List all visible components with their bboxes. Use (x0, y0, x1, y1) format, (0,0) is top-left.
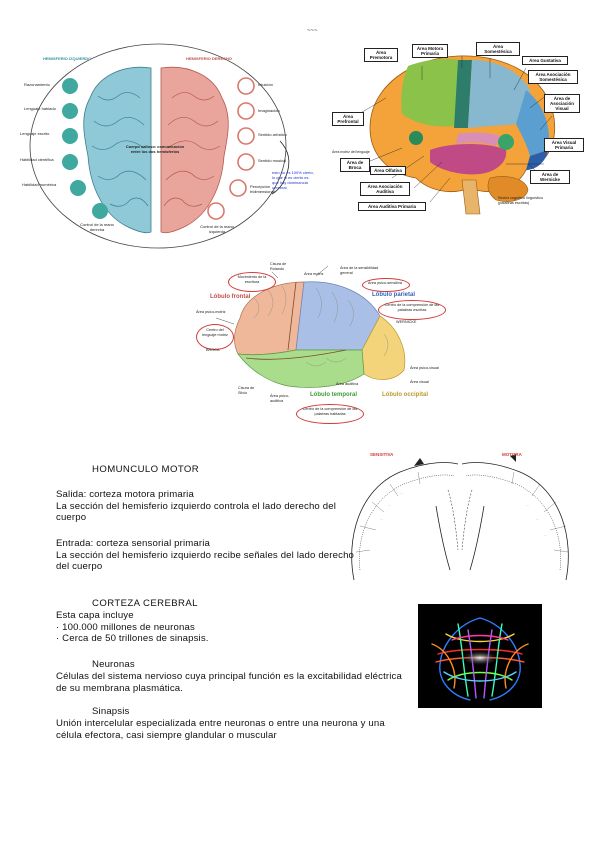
lbl-comprension-escritas: Centro de la comprensión de las palabras… (384, 303, 440, 312)
neuronas-title: Neuronas (92, 659, 135, 670)
label-area-prefrontal: Área Prefrontal (332, 112, 364, 126)
label-area-asociacion-visual: Área de Asociación Visual (544, 94, 580, 113)
right-item-sentido-artistico: Sentido artístico (258, 132, 287, 137)
lbl-psico-auditiva: Área psico-auditiva (270, 394, 290, 403)
lbl-cisura-rolando: Cisura de Rolando (270, 262, 287, 271)
lbl-sensibilidad-general: Área de la sensibilidad general (340, 266, 379, 275)
lobes-figure: Movimiento de la escritura Cisura de Rol… (176, 258, 452, 424)
ring-comprension-escritas (378, 300, 446, 320)
entrada-title: Entrada: corteza sensorial primaria (56, 538, 211, 549)
left-item-razonamiento: Razonamiento (24, 82, 50, 87)
label-area-motora-primaria: Área Motora Primaria (412, 44, 448, 58)
svg-text:···: ··· (400, 491, 403, 495)
page-mark: ~~~ (307, 28, 318, 34)
label-area-broca: Área de Broca (340, 158, 370, 172)
svg-text:···: ··· (388, 503, 391, 507)
corteza-item-neuronas: · 100.000 millones de neuronas (56, 621, 195, 633)
left-item-lenguaje-hablado: Lenguaje hablado (24, 106, 56, 111)
tractography-image (418, 604, 542, 708)
homunculus-sensitiva-label: SENSITIVA (370, 452, 394, 457)
left-item-mano-derecha: Control de la mano derecha (80, 222, 114, 232)
right-item-intuicion: Intuición (258, 82, 273, 87)
homunculus-motora-label: MOTORA (502, 452, 522, 457)
homunculus-illustration: ··· ··· ··· ··· ··· ··· (351, 454, 569, 581)
handwritten-note: esto no es 100% cierto, lo que si es cie… (272, 170, 314, 190)
salida-body: La sección del hemisferio izquierdo cont… (56, 500, 336, 524)
label-area-asociacion-somestesica: Área Asociación Somestésica (528, 70, 578, 84)
right-item-sentido-musical: Sentido musical (258, 158, 287, 163)
left-item-habilidad-numerica: Habilidad numérica (22, 182, 57, 187)
lobes-illustration (215, 265, 406, 388)
homunculus-figure: ··· ··· ··· ··· ··· ··· SENSITIVA MOTORA (340, 450, 580, 590)
label-area-premotora: Área Premotora (364, 48, 398, 62)
label-area-auditiva-primaria: Área Auditiva Primaria (358, 202, 426, 211)
corteza-item-sinapsis: · Cerca de 50 trillones de sinapsis. (56, 633, 209, 645)
svg-text:···: ··· (380, 517, 383, 521)
corteza-title: CORTEZA CEREBRAL (92, 598, 198, 609)
lbl-movimiento-escritura: Movimiento de la escritura (237, 275, 267, 284)
label-area-olfativa: Área Olfativa (370, 166, 406, 175)
left-item-habilidad-cientifica: Habilidad científica (20, 157, 54, 162)
hemispheres-figure: HEMISFERIO IZQUIERDO HEMISFERIO DERECHO … (18, 36, 318, 251)
left-hemisphere-title: HEMISFERIO IZQUIERDO (43, 56, 92, 61)
lbl-lobulo-temporal: Lóbulo temporal (310, 392, 357, 398)
lbl-area-motriz: Área motriz (304, 272, 324, 276)
label-area-asociacion-auditiva: Área Asociación Auditiva (360, 182, 410, 196)
label-area-gustativa: Área Gustativa (522, 56, 568, 65)
lbl-area-visual: Área visual (410, 380, 429, 384)
homunculo-title: HOMUNCULO MOTOR (92, 464, 200, 475)
neuronas-body: Células del sistema nervioso cuya princi… (56, 671, 402, 694)
lbl-broca: BROCA (206, 348, 220, 352)
entrada-body: La sección del hemisferio izquierdo reci… (56, 549, 355, 573)
lbl-lobulo-occipital: Lóbulo occipital (382, 392, 428, 398)
ring-comprension-habladas (296, 404, 364, 424)
salida-title: Salida: corteza motora primaria (56, 489, 194, 500)
note-area-motriz-lenguaje: Área motriz del lenguaje (332, 150, 370, 154)
entrada-block: Entrada: corteza sensorial primaria La s… (56, 538, 356, 573)
svg-text:···: ··· (536, 517, 539, 521)
lbl-centro-lenguaje: Centro del lenguaje motriz (202, 328, 228, 337)
ring-movimiento-escritura (228, 272, 276, 292)
lbl-lobulo-parietal: Lóbulo parietal (372, 292, 416, 298)
ring-centro-lenguaje (196, 324, 234, 350)
svg-text:···: ··· (526, 503, 529, 507)
left-item-lenguaje-escrito: Lenguaje escrito (20, 131, 50, 136)
sinapsis-title: Sinapsis (92, 706, 130, 717)
lbl-area-auditiva: Área auditiva (336, 382, 359, 386)
right-item-imaginacion: Imaginación (258, 108, 280, 113)
right-hemisphere-title: HEMISFERIO DERECHO (186, 56, 233, 61)
lbl-wernicke: WERNICKE (396, 320, 417, 324)
ring-psico-sensitiva (362, 278, 410, 292)
corteza-intro: Esta capa incluye (56, 610, 134, 621)
lbl-psico-visual: Área psico-visual (410, 366, 439, 370)
corpus-callosum-label: Cuerpo calloso: comunicación entre los d… (125, 144, 185, 154)
lbl-psico-motriz: Área psico-motriz (196, 310, 226, 314)
sinapsis-body: Unión intercelular especializada entre n… (56, 718, 385, 741)
corteza-block: Esta capa incluye · 100.000 millones de … (56, 610, 356, 645)
label-area-somestesica: Área Somestésica (476, 42, 520, 56)
label-area-visual-primaria: Área Visual Primaria (544, 138, 584, 152)
lbl-comprension-habladas: Centro de la comprensión de las palabras… (302, 407, 358, 416)
right-item-percepcion: Percepción tridimensional (250, 184, 275, 194)
note-sector-cognitivo: Sector cognitivo linguístico (palabras e… (498, 196, 543, 205)
lbl-psico-sensitiva: Área psico-sensitiva (368, 281, 402, 285)
svg-text:···: ··· (544, 533, 547, 537)
hemispheres-illustration (29, 43, 290, 249)
tractography-fibers (431, 617, 529, 701)
right-item-mano-izquierda: Control de la mano izquierda (200, 224, 234, 234)
lateral-brain-figure: Área Motora Primaria Área Premotora Área… (330, 38, 584, 218)
lateral-brain-illustration (351, 55, 556, 215)
label-area-wernicke: Área de Wernicke (530, 170, 570, 184)
lbl-lobulo-frontal: Lóbulo frontal (210, 294, 251, 300)
salida-block: Salida: corteza motora primaria La secci… (56, 489, 346, 524)
lbl-cisura-silvio: Cisura de Silvio (238, 386, 255, 395)
